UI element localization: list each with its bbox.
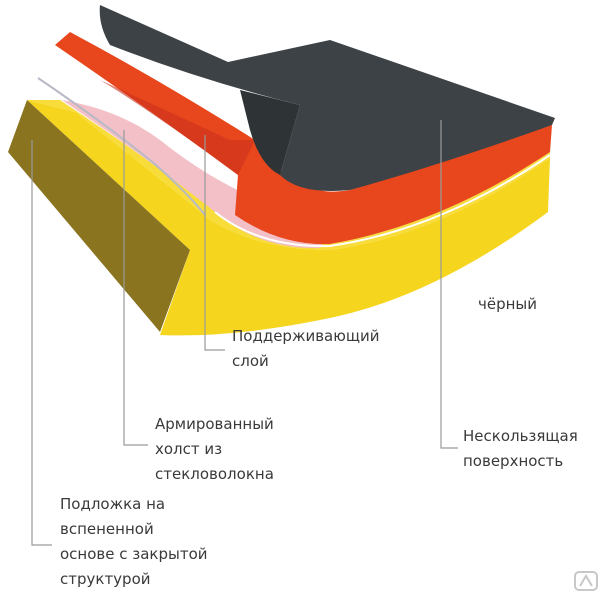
label-line: Нескользящая bbox=[463, 427, 578, 445]
label-line: основе с закрытой bbox=[60, 545, 208, 563]
yellow-base-layer bbox=[27, 100, 550, 336]
label-line: Подложка на bbox=[60, 495, 166, 513]
color-text: чёрный bbox=[478, 295, 538, 313]
leader-line-nonslip bbox=[440, 120, 458, 449]
leader-line-fiberglass bbox=[123, 130, 148, 446]
dark-layer-edge bbox=[240, 90, 300, 175]
leader-line-foam bbox=[31, 140, 52, 546]
base-side-face bbox=[8, 100, 190, 332]
fiberglass-layer bbox=[37, 77, 206, 216]
label-line: вспененной bbox=[60, 520, 154, 538]
color-label: чёрный bbox=[478, 292, 537, 317]
fiberglass-label: Армированный холст из стекловолокна bbox=[155, 412, 274, 487]
label-line: Поддерживающий bbox=[232, 327, 380, 345]
label-line: холст из bbox=[155, 440, 223, 458]
white-line bbox=[214, 154, 551, 248]
label-line: слой bbox=[232, 352, 269, 370]
label-line: Армированный bbox=[155, 415, 274, 433]
non-slip-label: Нескользящая поверхность bbox=[463, 424, 578, 474]
red-layer-shade bbox=[100, 80, 255, 175]
support-layer-label: Поддерживающий слой bbox=[232, 324, 380, 374]
label-line: поверхность bbox=[463, 452, 564, 470]
label-line: стекловолокна bbox=[155, 465, 274, 483]
label-line: структурой bbox=[60, 570, 151, 588]
foam-base-label: Подложка на вспененной основе с закрытой… bbox=[60, 492, 208, 592]
leader-line-support bbox=[204, 135, 225, 351]
red-layer bbox=[55, 32, 552, 245]
yellow-base-top bbox=[27, 100, 550, 250]
triangle-logo-icon bbox=[574, 571, 598, 591]
